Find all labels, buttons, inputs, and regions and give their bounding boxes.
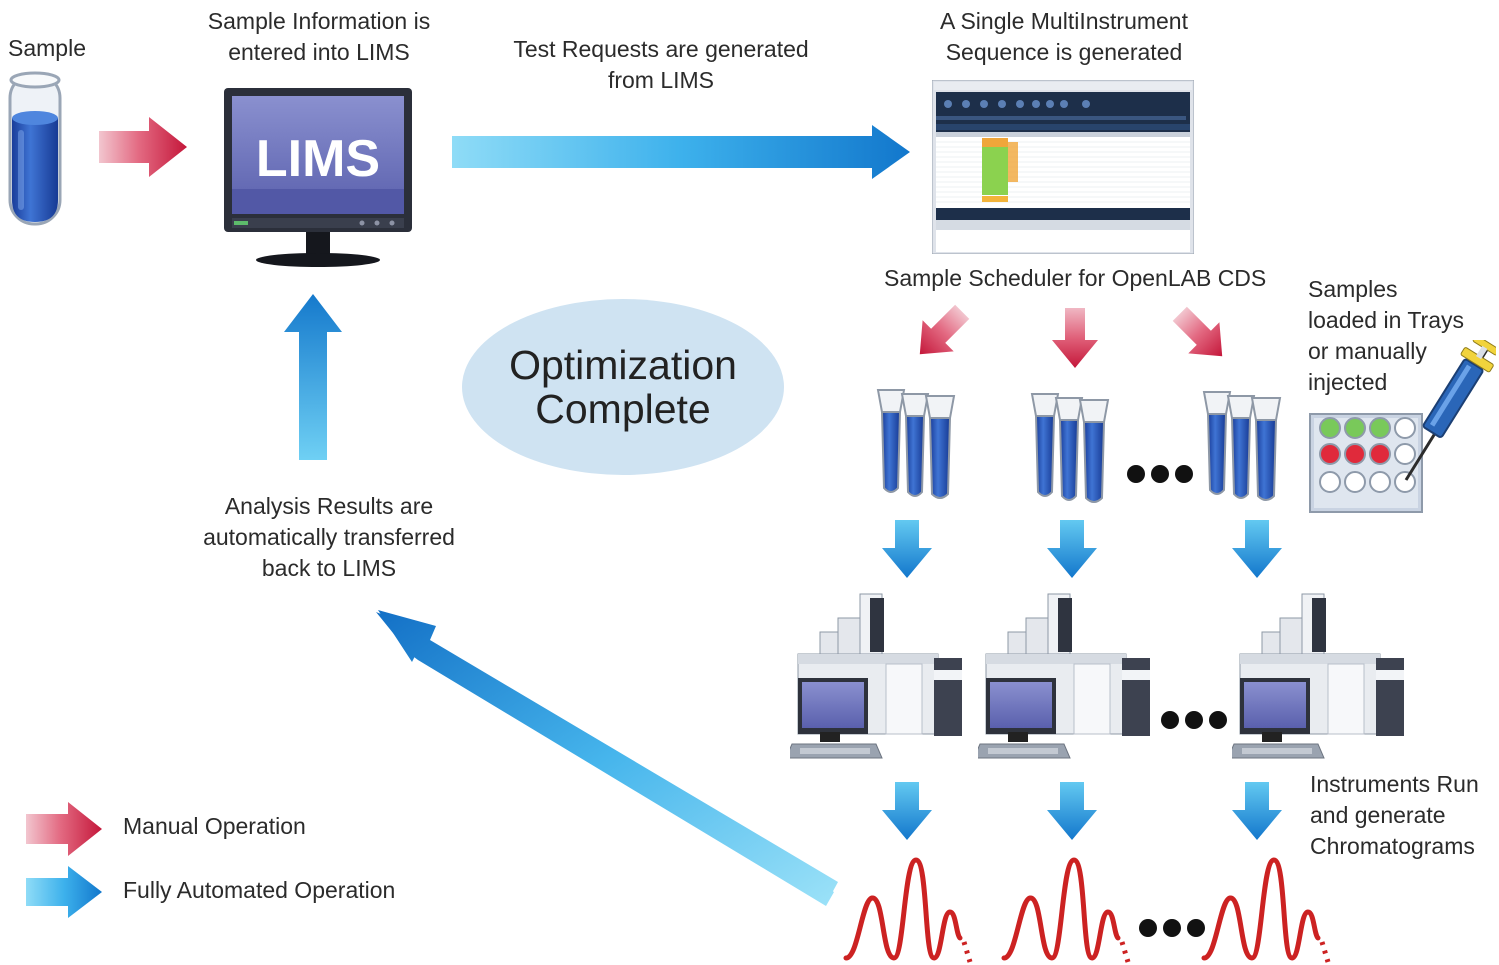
chromatogram-icon xyxy=(843,857,973,963)
samples-loaded-line-3: or manually xyxy=(1308,338,1427,364)
gc-instrument-icon xyxy=(790,593,962,759)
manual-arrow-icon xyxy=(99,117,187,177)
manual-arrow-icon xyxy=(1172,306,1223,357)
automated-arrow-icon xyxy=(1232,782,1282,840)
legend-manual-arrow-icon xyxy=(26,802,102,856)
results-line-3: back to LIMS xyxy=(261,555,397,581)
lims-entry-line-2: entered into LIMS xyxy=(228,39,410,65)
optimization-bubble: Optimization Complete xyxy=(462,299,784,475)
sample-label: Sample xyxy=(8,35,86,61)
gc-instrument-icon xyxy=(978,593,1150,759)
instruments-line-3: Chromatograms xyxy=(1310,833,1475,859)
results-label: Analysis Results are automatically trans… xyxy=(184,491,474,584)
sample-tray-icon xyxy=(1309,413,1423,513)
legend-automated-label: Fully Automated Operation xyxy=(123,877,396,903)
automated-arrow-icon xyxy=(452,125,910,179)
automated-arrow-icon xyxy=(1232,520,1282,578)
manual-arrow-icon xyxy=(1052,308,1098,368)
results-line-2: automatically transferred xyxy=(203,524,455,550)
samples-loaded-line-2: loaded in Trays xyxy=(1308,307,1464,333)
computer-monitor-icon: LIMS xyxy=(224,88,412,267)
instruments-label: Instruments Run and generate Chromatogra… xyxy=(1310,769,1479,862)
vial-group-icon xyxy=(1030,393,1110,503)
samples-loaded-line-1: Samples xyxy=(1308,276,1398,302)
lims-entry-line-1: Sample Information is xyxy=(207,8,431,34)
software-screenshot-icon xyxy=(931,79,1195,255)
test-requests-line-1: Test Requests are generated xyxy=(513,36,809,62)
legend-manual-label: Manual Operation xyxy=(123,813,306,839)
automated-arrow-icon xyxy=(882,520,932,578)
sequence-line-1: A Single MultiInstrument xyxy=(939,8,1188,34)
lims-screen-text: LIMS xyxy=(256,130,380,188)
results-line-1: Analysis Results are xyxy=(224,493,434,519)
ellipsis-icon xyxy=(1161,711,1227,729)
sequence-label: A Single MultiInstrument Sequence is gen… xyxy=(918,6,1210,68)
chromatogram-icon xyxy=(1001,857,1131,963)
automated-arrow-icon xyxy=(376,610,838,906)
ellipsis-icon xyxy=(1139,919,1205,937)
test-requests-line-2: from LIMS xyxy=(607,67,715,93)
lims-entry-label: Sample Information is entered into LIMS xyxy=(188,6,450,68)
test-requests-label: Test Requests are generated from LIMS xyxy=(500,34,822,96)
automated-arrow-icon xyxy=(284,294,342,460)
optimization-line-1: Optimization xyxy=(509,342,737,388)
samples-loaded-line-4: injected xyxy=(1308,369,1388,395)
chromatogram-icon xyxy=(1201,857,1331,963)
scheduler-label: Sample Scheduler for OpenLAB CDS xyxy=(884,265,1267,291)
syringe-icon xyxy=(1404,340,1496,481)
instruments-line-2: and generate xyxy=(1310,802,1446,828)
test-tube-icon xyxy=(8,71,62,226)
gc-instrument-icon xyxy=(1232,593,1404,759)
automated-arrow-icon xyxy=(1047,520,1097,578)
vial-group-icon xyxy=(1202,391,1282,501)
legend-automated-arrow-icon xyxy=(26,866,102,918)
manual-arrow-icon xyxy=(919,304,970,355)
automated-arrow-icon xyxy=(1047,782,1097,840)
ellipsis-icon xyxy=(1127,465,1193,483)
optimization-line-2: Complete xyxy=(535,386,711,432)
automated-arrow-icon xyxy=(882,782,932,840)
vial-group-icon xyxy=(876,389,956,499)
instruments-line-1: Instruments Run xyxy=(1310,771,1479,797)
samples-loaded-label: Samples loaded in Trays or manually inje… xyxy=(1308,274,1464,398)
sequence-line-2: Sequence is generated xyxy=(945,39,1183,65)
